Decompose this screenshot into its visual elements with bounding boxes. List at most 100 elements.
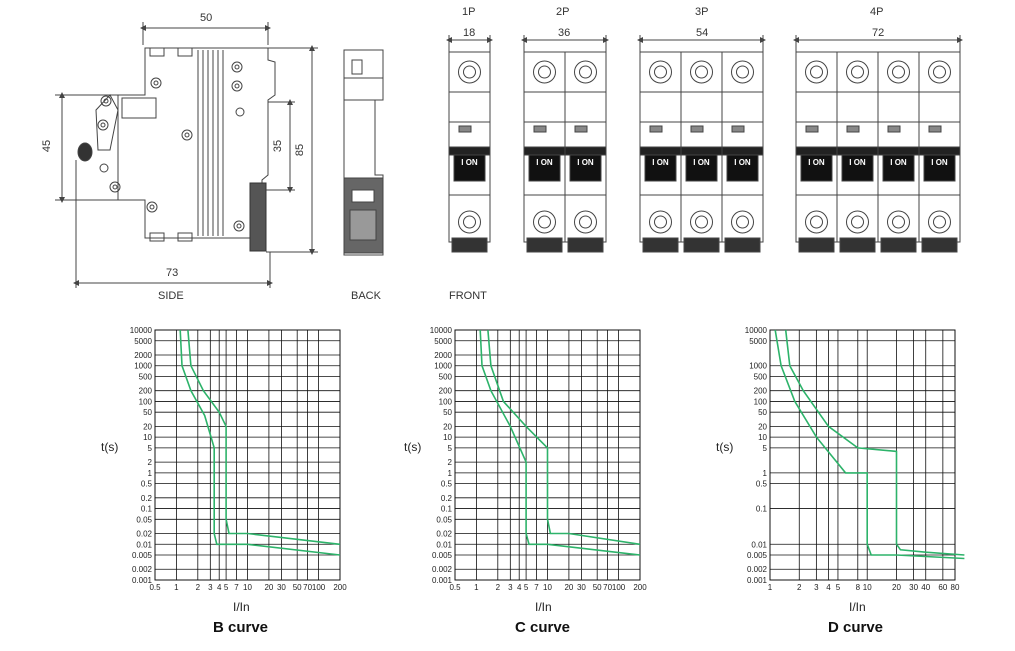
- svg-text:I ON: I ON: [849, 158, 866, 167]
- x-tick-label: 20: [564, 583, 573, 592]
- svg-text:I ON: I ON: [536, 158, 553, 167]
- x-tick-label: 30: [277, 583, 286, 592]
- y-tick-label: 10: [758, 433, 767, 442]
- y-tick-label: 0.01: [751, 540, 767, 549]
- y-tick-label: 2: [448, 458, 453, 467]
- x-tick-label: 2: [797, 583, 802, 592]
- b-curve-title: B curve: [213, 619, 269, 636]
- x-tick-label: 3: [208, 583, 213, 592]
- y-tick-label: 500: [439, 372, 453, 381]
- y-tick-label: 50: [758, 408, 767, 417]
- d-curve-title: D curve: [828, 619, 884, 636]
- y-tick-label: 0.005: [132, 551, 153, 560]
- chart-frame: [769, 329, 956, 581]
- side-view: [55, 22, 318, 288]
- x-tick-label: 3: [508, 583, 513, 592]
- pole-4p-label: 4P: [870, 6, 884, 18]
- x-tick-label: 1: [768, 583, 773, 592]
- y-tick-label: 0.01: [436, 540, 452, 549]
- y-tick-label: 0.001: [747, 576, 768, 585]
- y-tick-label: 1: [448, 469, 453, 478]
- y-tick-label: 200: [754, 387, 768, 396]
- x-tick-label: 10: [863, 583, 872, 592]
- side-view-label: SIDE: [158, 290, 184, 302]
- x-tick-label: 50: [293, 583, 302, 592]
- x-tick-label: 100: [312, 583, 326, 592]
- y-tick-label: 0.05: [136, 515, 152, 524]
- y-tick-label: 20: [443, 422, 452, 431]
- x-tick-label: 7: [234, 583, 239, 592]
- x-tick-label: 1: [474, 583, 479, 592]
- y-tick-label: 2: [148, 458, 153, 467]
- x-tick-label: 3: [814, 583, 819, 592]
- y-tick-label: 200: [439, 387, 453, 396]
- y-tick-label: 500: [139, 372, 153, 381]
- y-tick-label: 0.2: [141, 494, 153, 503]
- y-tick-label: 5: [448, 444, 453, 453]
- svg-text:I ON: I ON: [931, 158, 948, 167]
- y-tick-label: 1000: [749, 362, 767, 371]
- y-tick-label: 1000: [434, 362, 452, 371]
- side-width-top-label: 50: [200, 12, 213, 24]
- back-view-label: BACK: [351, 290, 381, 302]
- y-tick-label: 0.02: [136, 530, 152, 539]
- trip-curve-line-0: [774, 329, 965, 560]
- x-tick-label: 200: [633, 583, 647, 592]
- y-tick-label: 10000: [130, 326, 153, 335]
- y-tick-label: 10: [443, 433, 452, 442]
- x-tick-label: 5: [524, 583, 529, 592]
- d-curve-xlabel: I/In: [849, 600, 866, 614]
- x-tick-label: 70: [303, 583, 312, 592]
- y-tick-label: 1: [763, 469, 768, 478]
- pole-4p-width: 72: [872, 27, 885, 39]
- y-tick-label: 200: [139, 387, 153, 396]
- x-tick-label: 2: [196, 583, 201, 592]
- svg-text:I ON: I ON: [808, 158, 825, 167]
- trip-curve-line-1: [187, 329, 341, 546]
- side-height-left-label: 45: [41, 139, 54, 153]
- pole-2p-width: 36: [558, 27, 571, 39]
- chart-frame: [154, 329, 341, 581]
- y-tick-label: 0.005: [432, 551, 453, 560]
- side-width-bottom-label: 73: [166, 267, 179, 279]
- y-tick-label: 5: [763, 444, 768, 453]
- back-view: [343, 49, 384, 256]
- x-tick-label: 4: [826, 583, 831, 592]
- y-tick-label: 5000: [749, 337, 767, 346]
- front-view-label: FRONT: [449, 290, 487, 302]
- d-curve-ylabel: t(s): [716, 440, 734, 454]
- y-tick-label: 0.2: [441, 494, 453, 503]
- y-tick-label: 0.05: [436, 515, 452, 524]
- x-tick-label: 2: [496, 583, 501, 592]
- x-tick-label: 5: [836, 583, 841, 592]
- b-curve-ylabel: t(s): [101, 440, 119, 454]
- x-tick-label: 100: [612, 583, 626, 592]
- y-tick-label: 5000: [434, 337, 452, 346]
- c-curve-xlabel: I/In: [535, 600, 552, 614]
- y-tick-label: 100: [754, 397, 768, 406]
- y-tick-label: 5: [148, 444, 153, 453]
- x-tick-label: 1: [174, 583, 179, 592]
- side-inner-height-label: 35: [272, 139, 285, 153]
- c-curve-title: C curve: [515, 619, 571, 636]
- pole-1p-label: 1P: [462, 6, 476, 18]
- y-tick-label: 0.002: [132, 565, 153, 574]
- x-tick-label: 10: [243, 583, 252, 592]
- x-tick-label: 50: [593, 583, 602, 592]
- pole-3p-width: 54: [696, 27, 709, 39]
- svg-text:I ON: I ON: [652, 158, 669, 167]
- y-tick-label: 2000: [134, 351, 152, 360]
- y-tick-label: 0.5: [441, 480, 453, 489]
- x-tick-label: 60: [938, 583, 947, 592]
- y-tick-label: 1: [148, 469, 153, 478]
- y-tick-label: 0.1: [756, 505, 768, 514]
- front-view-1P: I ON: [446, 35, 493, 253]
- chart-frame: [454, 329, 641, 581]
- trip-curve-line-1: [784, 329, 965, 556]
- y-tick-label: 10: [143, 433, 152, 442]
- y-tick-label: 2000: [434, 351, 452, 360]
